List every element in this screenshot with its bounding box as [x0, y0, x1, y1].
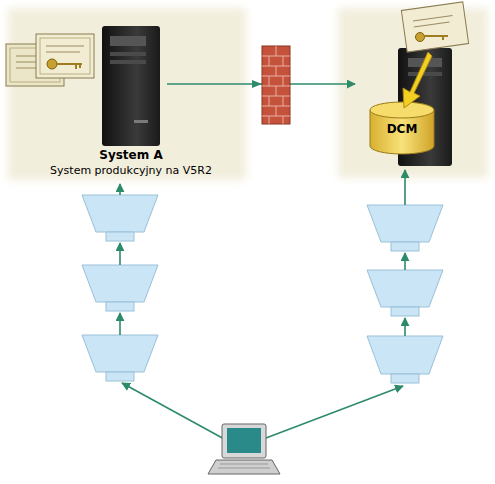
key-symbol	[424, 36, 448, 40]
flow-arrow	[404, 253, 406, 270]
laptop-screen	[227, 428, 261, 453]
flow-arrow	[122, 383, 226, 440]
server-slot	[134, 120, 148, 123]
funnel-shape	[82, 335, 158, 372]
server-slot	[408, 72, 442, 76]
system-node: System ASystem produkcyjny na V5R2	[95, 20, 167, 188]
server-slot	[110, 60, 146, 64]
dcm-node: DCM	[355, 40, 465, 170]
database-cylinder	[370, 102, 434, 154]
firewall-mortar	[262, 56, 290, 116]
certificate-lines	[46, 46, 84, 52]
certificate-icon	[401, 2, 468, 52]
certificate-card	[36, 34, 94, 78]
flow-arrow	[119, 184, 121, 195]
server-slot	[110, 52, 146, 56]
laptop-keyboard	[208, 460, 280, 474]
funnel-neck	[106, 232, 134, 241]
funnel-neck	[391, 374, 419, 383]
key-symbol	[57, 64, 82, 69]
key-symbol	[416, 33, 425, 42]
certificate-lines	[413, 15, 453, 27]
key-symbol	[47, 59, 57, 69]
flow-arrow	[119, 243, 121, 265]
laptop-screen-frame	[222, 424, 266, 458]
flow-arrow	[404, 318, 406, 336]
laptop-icon	[208, 424, 280, 474]
certificate-card	[401, 2, 468, 52]
firewall-wall	[262, 46, 290, 124]
funnel-shape	[82, 195, 158, 232]
funnel-neck	[106, 372, 134, 381]
funnel-shape	[82, 265, 158, 302]
funnel-shape	[367, 205, 443, 242]
firewall-symbol	[262, 46, 290, 124]
node-title: System A	[11, 148, 251, 162]
node-subtitle: System produkcyjny na V5R2	[11, 164, 251, 178]
flow-arrow	[119, 313, 121, 335]
flow-connector	[167, 83, 355, 85]
flow-arrow	[120, 170, 405, 440]
server-slot	[110, 36, 146, 46]
funnel-shape	[367, 336, 443, 374]
node-title: DCM	[372, 122, 432, 136]
certificate-border	[40, 38, 90, 74]
arrow-head	[252, 80, 262, 88]
flow-arrow	[266, 386, 403, 438]
firewall-mortar	[269, 46, 283, 124]
laptop-keys	[218, 464, 270, 468]
cylinder-top	[370, 102, 434, 118]
funnel-shape	[367, 270, 443, 307]
install-arrow	[403, 52, 432, 108]
server-body	[102, 26, 160, 146]
funnel-neck	[106, 302, 134, 311]
funnel-neck	[391, 307, 419, 316]
flow-arrow	[404, 170, 406, 205]
funnel-neck	[391, 242, 419, 251]
server-icon	[102, 26, 160, 146]
filter-funnel	[82, 195, 443, 383]
certificate-icon	[6, 34, 94, 86]
